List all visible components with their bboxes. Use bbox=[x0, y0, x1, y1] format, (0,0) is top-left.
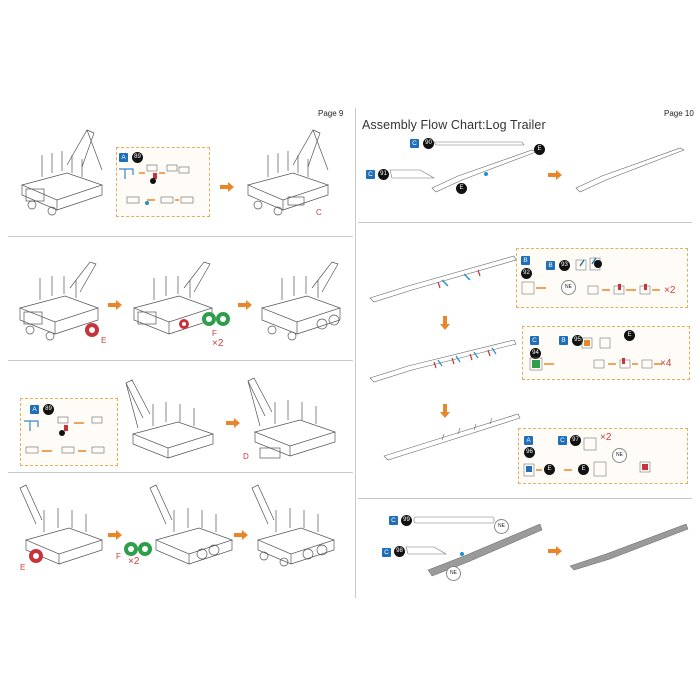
letter-e: E bbox=[101, 336, 107, 345]
badge-c-3: C bbox=[530, 336, 539, 345]
trailer-frame-assembly-5 bbox=[383, 413, 521, 461]
truck-illustration-4 bbox=[132, 261, 214, 335]
truck-illustration-3 bbox=[18, 261, 100, 341]
right-divider-1 bbox=[358, 222, 692, 223]
step-arrow-3 bbox=[238, 300, 252, 310]
left-divider-3 bbox=[8, 472, 353, 473]
trailer-frame-assembly-1 bbox=[431, 149, 537, 193]
crane-illustration-9 bbox=[149, 484, 234, 565]
ne-connector-1: NE bbox=[561, 280, 576, 295]
step-arrow-6 bbox=[234, 530, 248, 540]
badge-c-1: C bbox=[410, 139, 419, 148]
parts-detail-5 bbox=[523, 437, 651, 477]
letter-f-2: F bbox=[116, 552, 121, 561]
part-number-89: 89 bbox=[132, 152, 143, 163]
truck-crane-illustration-2 bbox=[246, 129, 330, 216]
badge-c-6: C bbox=[382, 548, 391, 557]
badge-c-4: C bbox=[558, 436, 567, 445]
multiplier-x2: ×2 bbox=[212, 338, 224, 349]
badge-b-1: B bbox=[521, 256, 530, 265]
badge-a: A bbox=[119, 153, 128, 162]
green-wheels-part-2 bbox=[124, 542, 152, 556]
ne-connector-4: NE bbox=[446, 566, 461, 581]
trailer-frame-assembly-4 bbox=[369, 339, 517, 383]
part-number-96: 96 bbox=[524, 447, 535, 458]
step-detail-box-5 bbox=[518, 428, 688, 484]
step-arrow-down-2 bbox=[440, 404, 450, 418]
short-beam-part-2 bbox=[405, 546, 448, 555]
trailer-frame-assembly-6 bbox=[427, 523, 543, 577]
step-arrow-r2 bbox=[548, 546, 562, 556]
badge-c-2: C bbox=[366, 170, 375, 179]
part-number-90: 90 bbox=[423, 138, 434, 149]
green-wheels-part bbox=[202, 312, 230, 326]
badge-b-2: B bbox=[546, 261, 555, 270]
part-number-92: 92 bbox=[521, 268, 532, 279]
crane-illustration-10 bbox=[251, 484, 336, 567]
crane-illustration-8 bbox=[19, 484, 104, 565]
part-number-94: 94 bbox=[530, 348, 541, 359]
ne-connector-3: NE bbox=[494, 519, 509, 534]
step-arrow-1 bbox=[220, 182, 234, 192]
left-divider-2 bbox=[8, 360, 353, 361]
trailer-frame-assembly-2 bbox=[575, 147, 685, 193]
crane-illustration-6 bbox=[125, 379, 215, 459]
multiplier-x2-r2: ×2 bbox=[600, 432, 612, 443]
letter-c: C bbox=[316, 208, 322, 217]
left-divider-1 bbox=[8, 236, 353, 237]
multiplier-x2-r: ×2 bbox=[664, 285, 676, 296]
red-wheel-part bbox=[85, 323, 99, 337]
page-number-right: Page 10 bbox=[664, 109, 694, 118]
right-divider-2 bbox=[358, 498, 692, 499]
step-detail-box-1 bbox=[116, 147, 210, 217]
long-beam-part bbox=[433, 141, 525, 146]
page-number-left: Page 9 bbox=[318, 109, 344, 118]
letter-e-2: E bbox=[20, 563, 26, 572]
badge-a-3: A bbox=[524, 436, 533, 445]
truck-crane-illustration-1 bbox=[20, 129, 104, 216]
long-beam-part-2 bbox=[413, 516, 495, 524]
badge-b-3: B bbox=[559, 336, 568, 345]
page-divider bbox=[355, 108, 356, 598]
letter-d: D bbox=[243, 452, 249, 461]
step-arrow-5 bbox=[108, 530, 122, 540]
badge-a-2: A bbox=[30, 405, 39, 414]
page-title: Assembly Flow Chart:Log Trailer bbox=[362, 118, 546, 132]
badge-c-5: C bbox=[389, 516, 398, 525]
parts-detail-3 bbox=[521, 257, 660, 295]
part-number-97: 97 bbox=[570, 435, 581, 446]
step-detail-box-4 bbox=[522, 326, 690, 380]
part-number-91: 91 bbox=[378, 169, 389, 180]
part-number-93: 93 bbox=[559, 260, 570, 271]
part-e-2: E bbox=[456, 183, 467, 194]
parts-detail-4 bbox=[529, 337, 662, 371]
part-e-1: E bbox=[534, 144, 545, 155]
crane-illustration-7 bbox=[247, 377, 337, 459]
parts-detail-1 bbox=[119, 164, 194, 205]
part-number-99: 99 bbox=[401, 515, 412, 526]
trailer-frame-assembly-7 bbox=[569, 523, 689, 571]
step-arrow-down-1 bbox=[440, 316, 450, 330]
step-arrow-2 bbox=[108, 300, 122, 310]
truck-illustration-5 bbox=[260, 261, 342, 341]
ne-connector-2: NE bbox=[612, 448, 627, 463]
part-e-5: E bbox=[578, 464, 589, 475]
part-number-95: 95 bbox=[572, 335, 583, 346]
step-arrow-r1 bbox=[548, 170, 562, 180]
trailer-frame-assembly-3 bbox=[369, 255, 517, 303]
part-number-98: 98 bbox=[394, 546, 405, 557]
letter-f: F bbox=[212, 329, 217, 338]
multiplier-x2-2: ×2 bbox=[128, 556, 140, 567]
parts-detail-2 bbox=[24, 416, 105, 454]
red-wheel-part-2 bbox=[29, 549, 43, 563]
short-beam-part bbox=[389, 169, 436, 179]
step-arrow-4 bbox=[226, 418, 240, 428]
part-number-89-2: 89 bbox=[43, 404, 54, 415]
step-detail-box-3 bbox=[516, 248, 688, 308]
part-e-3: E bbox=[624, 330, 635, 341]
part-e-4: E bbox=[544, 464, 555, 475]
multiplier-x4: ×4 bbox=[660, 358, 672, 369]
